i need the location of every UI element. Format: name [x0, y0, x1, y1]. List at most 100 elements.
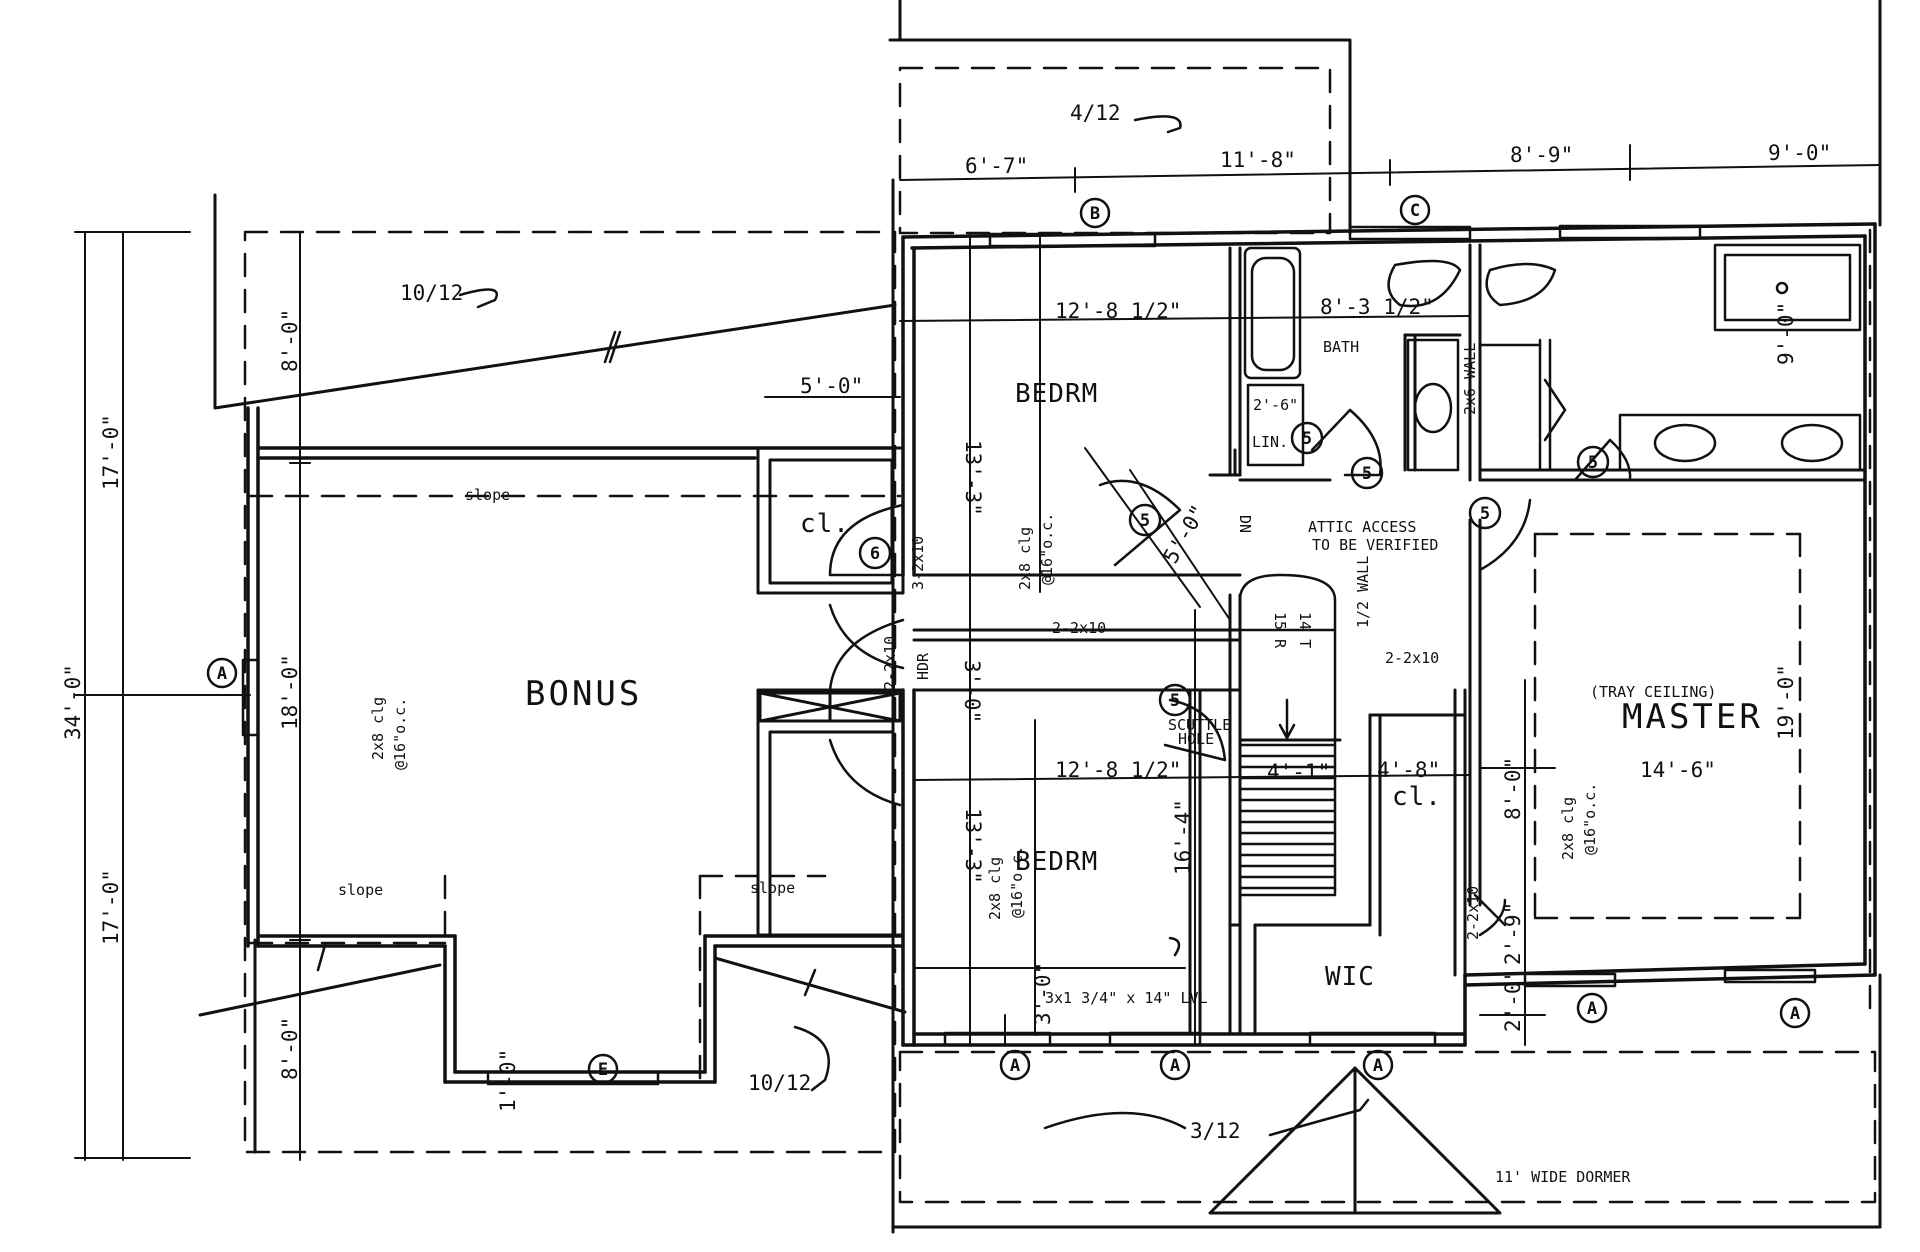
dimension: 19'-0" [1774, 664, 1798, 740]
dimension: 8'-0" [1501, 757, 1525, 820]
dimension: 12'-8 1/2" [1055, 758, 1181, 782]
window-tag-a: A [1790, 1004, 1800, 1024]
room-label-bedroom: BEDRM [1015, 379, 1098, 409]
note-slope: slope [750, 879, 795, 897]
roof-pitch: 4/12 [1070, 101, 1121, 125]
note-stair-risers: 15 R [1271, 612, 1289, 649]
dimension: 18'-0" [278, 654, 302, 730]
dimension: 11'-8" [1220, 148, 1296, 172]
roof-pitch: 10/12 [400, 281, 463, 305]
note-attic-verify: TO BE VERIFIED [1312, 536, 1438, 554]
dimension: 8'-3 1/2" [1320, 295, 1434, 319]
room-label-closet: cl. [800, 509, 850, 539]
note-joists: @16"o.c. [1008, 846, 1026, 918]
dimension: 5'-0" [800, 374, 863, 398]
note-slope: slope [338, 881, 383, 899]
room-label-bath: BATH [1323, 338, 1359, 356]
bath-fixtures [1243, 243, 1862, 472]
dimension: 17'-0" [99, 869, 123, 945]
room-label-bedroom: BEDRM [1015, 847, 1098, 877]
window-tag-b: B [1090, 204, 1100, 224]
roof-pitch: 3/12 [1190, 1119, 1241, 1143]
note-scuttle-hole: HOLE [1178, 730, 1214, 748]
roof-solid [198, 0, 1882, 1234]
note-header: 3-2x10 [909, 536, 927, 590]
roof-pitch: 10/12 [748, 1071, 811, 1095]
dimension: 8'-9" [1510, 143, 1573, 167]
note-attic-access: ATTIC ACCESS [1308, 518, 1416, 536]
dimension: 9'-0" [1768, 141, 1831, 165]
room-label-linen: LIN. [1252, 433, 1288, 451]
dimension: 13'-3" [961, 808, 985, 884]
dimension: 13'-3" [961, 440, 985, 516]
note-joists: @16"o.c. [1581, 783, 1599, 855]
dimension: 16'-4" [1171, 799, 1195, 875]
dimension: 3'-0" [960, 660, 984, 723]
window-tag-e: E [598, 1060, 608, 1080]
dimension: 34'-0" [61, 664, 85, 740]
dimension: 1'-0" [496, 1049, 520, 1112]
dimension: 9'-0" [1774, 302, 1798, 365]
note-joists: @16"o.c. [1038, 513, 1056, 585]
note-joists: 2x8 clg [1016, 527, 1034, 590]
window-tag-a: A [1587, 999, 1597, 1019]
note-header: 2-2x10 [881, 636, 899, 690]
windows [241, 224, 1817, 1086]
window-tag-a: A [217, 664, 227, 684]
dormer [1208, 1066, 1502, 1215]
window-tag-a: A [1373, 1056, 1383, 1076]
note-slope: slope [465, 486, 510, 504]
note-lvl: 3x1 3/4" x 14" LVL [1045, 989, 1208, 1007]
door-tag: 5 [1480, 504, 1490, 524]
dimension: 2'-0" [1501, 969, 1525, 1032]
dimension-lines [74, 144, 1881, 1161]
room-label-master: MASTER [1622, 697, 1763, 737]
note-joists: 2x8 clg [986, 857, 1004, 920]
stair-treads [1238, 743, 1337, 890]
dimension: 4'-1" [1267, 760, 1330, 784]
door-tag: 6 [870, 544, 880, 564]
note-joists: 2x8 clg [369, 697, 387, 760]
door-swings [828, 378, 1632, 937]
door-tag: 5 [1302, 429, 1312, 449]
room-label-closet: cl. [1392, 782, 1442, 812]
room-label-wic: WIC [1325, 962, 1375, 992]
room-label-bonus: BONUS [525, 674, 642, 714]
roof-outline [243, 66, 1877, 1204]
dimension: 6'-7" [965, 154, 1028, 178]
dimension: 12'-8 1/2" [1055, 299, 1181, 323]
pitch-arrows [458, 115, 1370, 1137]
dimension: 4'-8" [1377, 758, 1440, 782]
note-header-label: HDR [914, 652, 932, 680]
note-stair-treads: 14 T [1296, 612, 1314, 648]
note-joists: @16"o.c. [391, 698, 409, 770]
roof-slashes [316, 330, 817, 997]
dimension: 2'-6" [1253, 396, 1298, 414]
dimension: 2'-9" [1501, 902, 1525, 965]
note-scuttle: SCUTTLE [1168, 716, 1231, 734]
note-header: 2-2x10 [1464, 886, 1482, 940]
door-tag: 5 [1362, 464, 1372, 484]
room-label-tray-ceiling: (TRAY CEILING) [1590, 683, 1716, 701]
stair [1238, 573, 1337, 897]
window-tag-circles [206, 194, 1811, 1085]
note-dormer: 11' WIDE DORMER [1495, 1168, 1631, 1186]
exterior-walls [246, 222, 1877, 1084]
window-tag-a: A [1010, 1056, 1020, 1076]
dimension: 14'-6" [1640, 758, 1716, 782]
note-wall: 2x6 WALL [1461, 343, 1479, 415]
interior-walls [756, 243, 1867, 1036]
dimension: 8'-0" [278, 1017, 302, 1080]
note-wall: 1/2 WALL [1354, 556, 1372, 628]
dimension: 8'-0" [278, 309, 302, 372]
dimension: 5'-0" [1159, 501, 1211, 568]
window-tag-a: A [1170, 1056, 1180, 1076]
note-joists: 2x8 clg [1559, 797, 1577, 860]
door-tag: 5 [1588, 453, 1598, 473]
window-tag-c: C [1410, 201, 1420, 221]
note-stair-dn: DN [1236, 515, 1254, 533]
note-header: 2-2x10 [1385, 649, 1439, 667]
note-header: 2-2x10 [1052, 619, 1106, 637]
door-tag: 5 [1170, 691, 1180, 711]
